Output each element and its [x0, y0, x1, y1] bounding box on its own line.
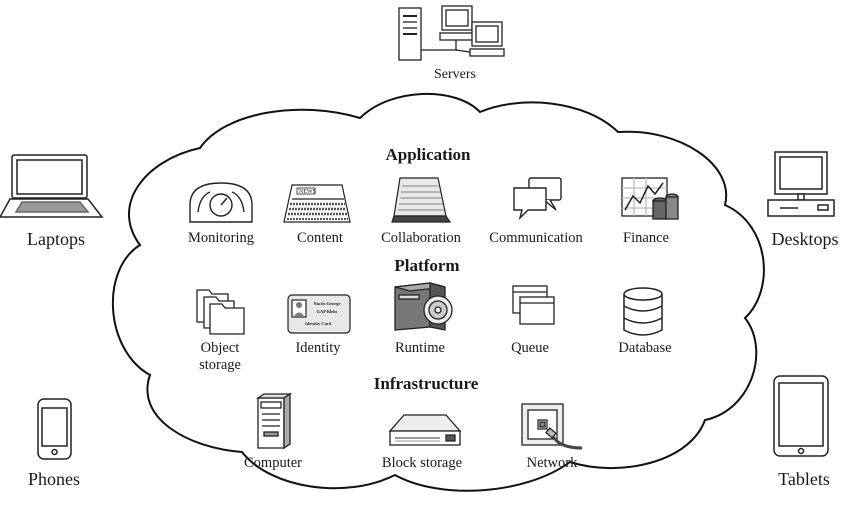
servers-label: Servers [434, 67, 476, 82]
communication-icon [513, 177, 562, 221]
content-label: Content [297, 230, 343, 246]
desktops-label: Desktops [772, 229, 839, 249]
finance-icon [621, 177, 679, 220]
object-storage-label-line1: Object [201, 340, 240, 356]
object-storage-icon [196, 289, 245, 335]
block-storage-label: Block storage [382, 455, 462, 471]
servers-icon [398, 5, 505, 61]
queue-icon [512, 285, 555, 325]
queue-label: Queue [511, 340, 549, 356]
identity-card-line3: Identity Card [305, 321, 332, 326]
monitoring-label: Monitoring [188, 230, 254, 246]
computer-label: Computer [244, 455, 302, 471]
database-icon [623, 287, 663, 336]
object-storage-label-line2: storage [199, 357, 241, 373]
platform-title: Platform [394, 256, 459, 275]
identity-label: Identity [295, 340, 341, 356]
application-title: Application [385, 145, 471, 164]
content-icon: NEWS [283, 184, 351, 223]
cloud-outline [111, 93, 765, 492]
laptop-icon [0, 154, 104, 218]
collaboration-label: Collaboration [381, 230, 461, 246]
content-news-label: NEWS [299, 189, 316, 195]
tablet-icon [773, 375, 829, 457]
runtime-icon [394, 282, 453, 331]
finance-label: Finance [623, 230, 669, 246]
runtime-label: Runtime [395, 340, 445, 356]
collaboration-icon [391, 177, 452, 223]
laptops-label: Laptops [27, 229, 85, 249]
monitoring-icon [189, 182, 253, 223]
infrastructure-title: Infrastructure [374, 374, 479, 393]
communication-label: Communication [489, 230, 583, 246]
tablets-label: Tablets [778, 469, 830, 489]
phones-label: Phones [28, 469, 80, 489]
desktop-icon [767, 151, 835, 217]
identity-card-line2: GAP Blehs [317, 309, 338, 314]
computer-icon [255, 392, 293, 450]
database-label: Database [618, 340, 671, 356]
network-label: Network [527, 455, 578, 471]
block-storage-icon [388, 414, 462, 446]
network-icon [521, 403, 583, 450]
identity-card-line1: Nactis George [313, 301, 340, 306]
identity-icon: Nactis George GAP Blehs Identity Card [287, 294, 351, 334]
phone-icon [37, 398, 72, 460]
